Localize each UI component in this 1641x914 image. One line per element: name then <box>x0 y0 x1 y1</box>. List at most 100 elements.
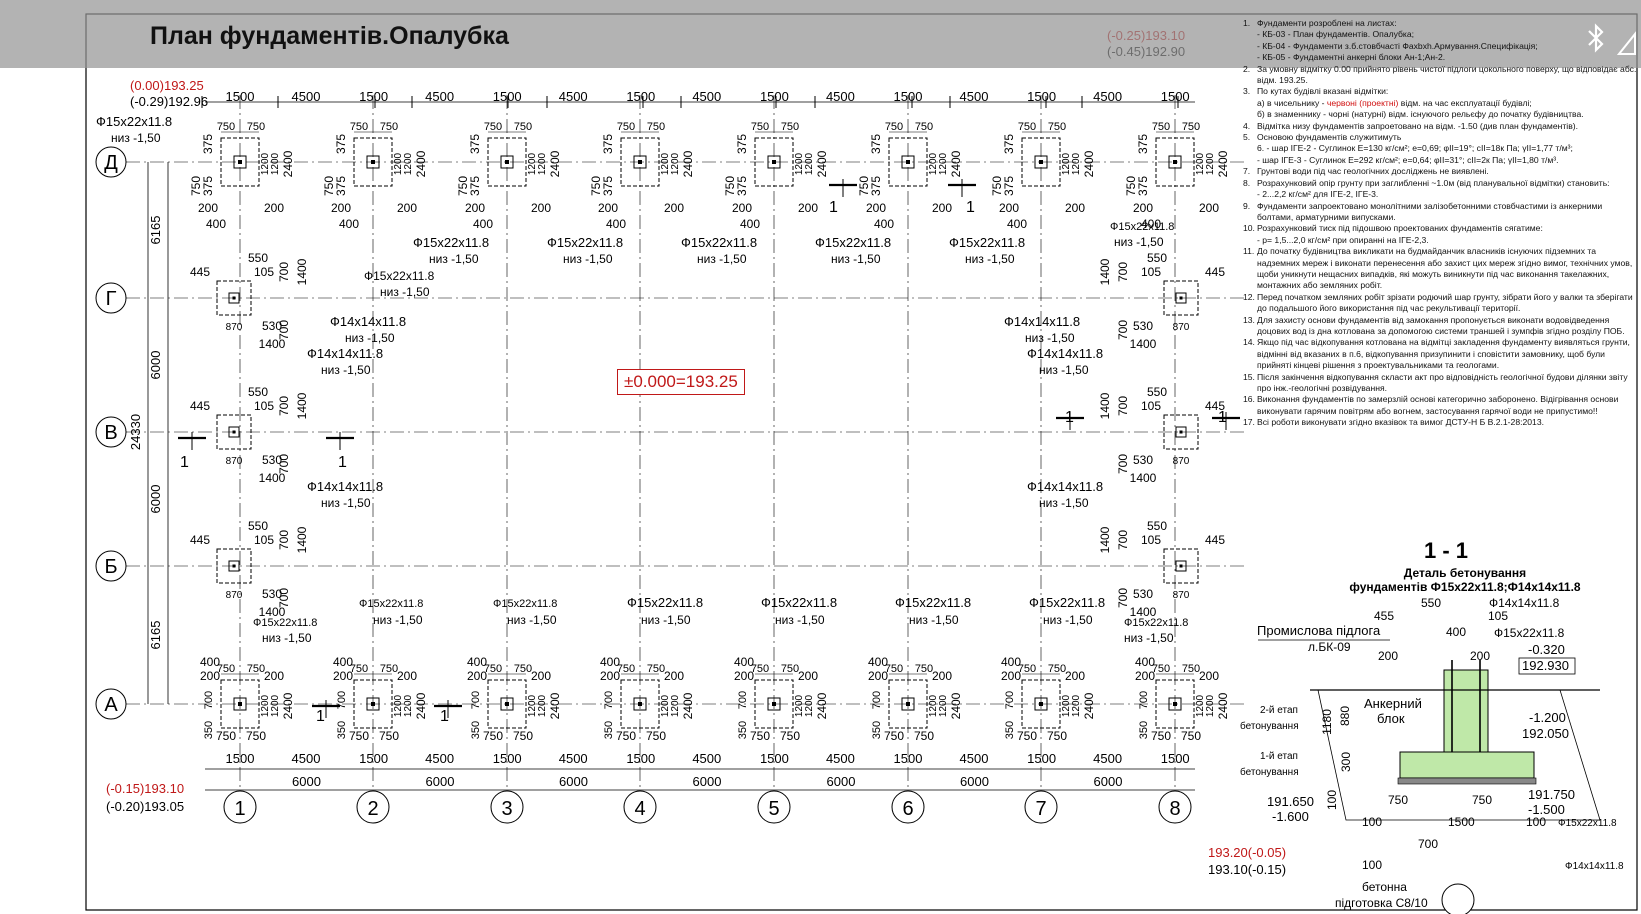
note-text: - 2...2,2 кг/см² для ІГЕ-2, ІГЕ-3. <box>1257 189 1379 200</box>
general-notes: 1.Фундаменти розроблені на листах:- КБ-0… <box>1243 18 1637 429</box>
footing-label: Ф15х22х11.8 <box>949 235 1025 250</box>
dim-label: 530 <box>1133 453 1153 467</box>
anchor-bolt <box>1173 702 1177 706</box>
note-text: Якщо під час відкопування котлована на в… <box>1257 337 1630 371</box>
note-text: Виконання фундаментів по замерзлій основ… <box>1257 394 1619 416</box>
section-footing-small: Ф14х14х11.8 <box>1489 596 1560 610</box>
dim-label: 1200 <box>260 152 271 175</box>
dim-label: 1400 <box>259 605 286 619</box>
dim-label: 750 <box>885 121 903 133</box>
dim-label: 700 <box>1138 691 1150 709</box>
dim-label: 200 <box>999 201 1019 215</box>
footing-low-mark: низ -1,50 <box>965 252 1015 266</box>
dim-bottom-value: 1500 <box>226 751 255 766</box>
section-stage-label: бетонування <box>1240 766 1299 778</box>
column-stub <box>767 155 781 169</box>
column-stub <box>633 697 647 711</box>
footing-label: Ф15х22х11.8 <box>627 595 703 610</box>
dim-bottom-value: 1500 <box>894 751 923 766</box>
section-subtitle-line1: Деталь бетонування <box>1403 566 1527 580</box>
dim-label: 750 <box>647 663 665 675</box>
grid-axis-bubble <box>95 688 127 720</box>
footing-outline <box>1155 679 1195 729</box>
grid-axis-bubble <box>891 790 925 824</box>
dim-label: 105 <box>254 533 274 547</box>
note-item: 12.Перед початком земляних робіт зрізати… <box>1243 292 1637 315</box>
dim-label: 2400 <box>815 692 829 719</box>
dim-label: 2400 <box>681 150 695 177</box>
grid-axis-bubble <box>623 790 657 824</box>
dim-label: 105 <box>254 265 274 279</box>
dim-label: 2400 <box>949 150 963 177</box>
anchor-bolt <box>1039 160 1043 164</box>
grid-axis-number: 6 <box>902 798 913 820</box>
dim-label: 375 <box>1136 176 1150 196</box>
footing-label: Ф15х22х11.8 <box>547 235 623 250</box>
grid-axis-number: 3 <box>501 798 512 820</box>
dim-label: 750 <box>915 121 933 133</box>
dim-label: 2400 <box>414 150 428 177</box>
dim-label: 200 <box>1065 669 1085 683</box>
dim-label: 550 <box>1147 519 1167 533</box>
grid-axis-number: 4 <box>634 798 645 820</box>
dim-side-value: 6165 <box>148 621 163 650</box>
note-text: - p= 1,5...2,0 кг/см² при опиранні на ІГ… <box>1257 234 1429 245</box>
elev-bottom-right-black: 193.10(-0.15) <box>1208 862 1286 877</box>
dim-top-value: 4500 <box>425 89 454 104</box>
note-number: 5. <box>1243 132 1251 143</box>
dim-label: 200 <box>664 201 684 215</box>
dim-label: 400 <box>740 217 760 231</box>
footing-outline <box>1163 280 1199 316</box>
column-stub <box>1175 426 1187 438</box>
note-text: Фундаменти розроблені на листах: <box>1257 18 1397 28</box>
dim-top-value: 1500 <box>359 89 388 104</box>
dim-label: 1400 <box>259 471 286 485</box>
column-stub <box>228 426 240 438</box>
footing-low-mark: низ -1,50 <box>373 613 423 627</box>
dim-label: 375 <box>201 176 215 196</box>
elev-top-left-black: (-0.29)192.96 <box>130 94 208 109</box>
anchor-bolt <box>238 702 242 706</box>
note-number <box>1243 143 1257 154</box>
grid-axis-bubble <box>1158 790 1192 824</box>
column-stub <box>1034 697 1048 711</box>
dim-label: 880 <box>1338 706 1352 726</box>
anchor-bolt <box>638 160 642 164</box>
footing-outline <box>216 414 252 450</box>
section-cut-label: 1 <box>966 199 975 216</box>
dim-label: 1500 <box>1448 815 1475 829</box>
dim-label: 400 <box>200 655 220 669</box>
note-item: 17.Всі роботи виконувати згідно вказівок… <box>1243 417 1637 428</box>
dim-label: 700 <box>277 320 291 340</box>
dim-label: 1200 <box>403 694 414 717</box>
note-item: 16.Виконання фундаментів по замерзлій ос… <box>1243 394 1637 417</box>
section-elev: 192.050 <box>1522 726 1569 741</box>
footing-outline <box>216 548 252 584</box>
dim-label: 375 <box>601 134 615 154</box>
note-item: а) в чисельнику - червоні (проектні) від… <box>1243 98 1637 109</box>
dim-label: 400 <box>1446 625 1466 639</box>
dim-label: 750 <box>885 663 903 675</box>
dim-label: 750 <box>484 121 502 133</box>
footing-outline <box>220 137 260 187</box>
dim-label: 1200 <box>1061 694 1072 717</box>
footing-low-mark: низ -1,50 <box>563 252 613 266</box>
dim-label: 1400 <box>1098 526 1112 553</box>
dim-label: 105 <box>1488 609 1508 623</box>
note-item: 6. - шар ІГЕ-2 - Суглинок E=130 кг/см²; … <box>1243 143 1637 154</box>
dim-bottom-value: 1500 <box>1027 751 1056 766</box>
dim-label: 1200 <box>403 152 414 175</box>
dim-bottom-value: 1500 <box>1161 751 1190 766</box>
dim-label: 2400 <box>281 692 295 719</box>
dim-label: 750 <box>380 663 398 675</box>
dim-label: 750 <box>1182 121 1200 133</box>
note-item: 11.До початку будівництва викликати на б… <box>1243 246 1637 292</box>
section-footing-big: Ф15х22х11.8 <box>1558 818 1617 829</box>
dim-label: 750 <box>484 663 502 675</box>
dim-label: 750 <box>247 663 265 675</box>
dim-label: 375 <box>735 134 749 154</box>
dim-label: 200 <box>1378 649 1398 663</box>
dim-label: 750 <box>217 663 235 675</box>
footing-low-mark: низ -1,50 <box>111 131 161 145</box>
dim-bottom-value: 4500 <box>559 751 588 766</box>
